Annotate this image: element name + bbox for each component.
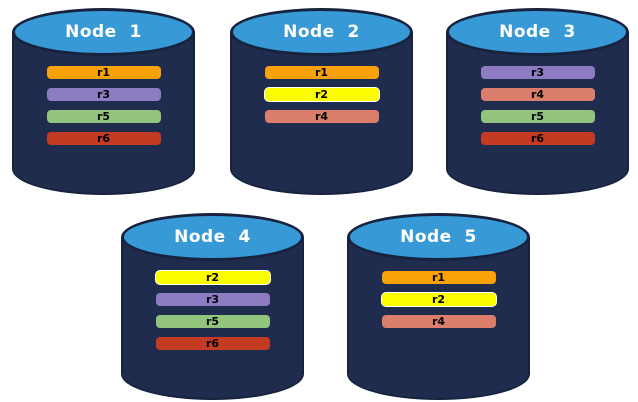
cylinder-top: Node 4	[121, 213, 304, 261]
cylinder-top: Node 5	[347, 213, 530, 261]
replica-list: r1 r3 r5 r6	[46, 66, 161, 145]
replica-bar-r3: r3	[480, 66, 595, 79]
node-title: Node 4	[174, 227, 251, 247]
node-title: Node 2	[283, 22, 360, 42]
replica-list: r3 r4 r5 r6	[480, 66, 595, 145]
replica-bar-r4: r4	[381, 315, 496, 328]
node-title: Node 3	[499, 22, 576, 42]
replica-bar-r4: r4	[264, 110, 379, 123]
replica-bar-r3: r3	[155, 293, 270, 306]
replica-bar-r1: r1	[381, 271, 496, 284]
replica-list: r2 r3 r5 r6	[155, 271, 270, 350]
replica-bar-r6: r6	[155, 337, 270, 350]
cylinder-top: Node 1	[12, 8, 195, 56]
replica-bar-r2: r2	[155, 271, 270, 284]
node-2-cylinder: Node 2 r1 r2 r4	[230, 8, 413, 195]
node-title: Node 1	[65, 22, 142, 42]
cylinder-top: Node 3	[446, 8, 629, 56]
replica-bar-r5: r5	[155, 315, 270, 328]
replica-list: r1 r2 r4	[264, 66, 379, 123]
node-4-cylinder: Node 4 r2 r3 r5 r6	[121, 213, 304, 400]
replica-bar-r6: r6	[480, 132, 595, 145]
node-5-cylinder: Node 5 r1 r2 r4	[347, 213, 530, 400]
replica-bar-r3: r3	[46, 88, 161, 101]
cylinder-top: Node 2	[230, 8, 413, 56]
replica-bar-r1: r1	[264, 66, 379, 79]
replica-bar-r5: r5	[480, 110, 595, 123]
replica-bar-r4: r4	[480, 88, 595, 101]
replica-list: r1 r2 r4	[381, 271, 496, 328]
node-3-cylinder: Node 3 r3 r4 r5 r6	[446, 8, 629, 195]
node-title: Node 5	[400, 227, 477, 247]
replica-bar-r1: r1	[46, 66, 161, 79]
replica-bar-r5: r5	[46, 110, 161, 123]
node-1-cylinder: Node 1 r1 r3 r5 r6	[12, 8, 195, 195]
replica-bar-r2: r2	[381, 293, 496, 306]
replica-bar-r6: r6	[46, 132, 161, 145]
replica-bar-r2: r2	[264, 88, 379, 101]
